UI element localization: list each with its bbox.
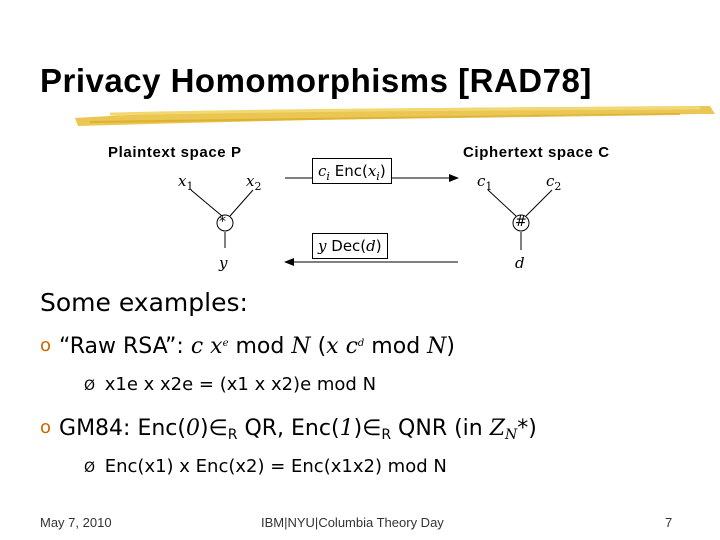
footer-date: May 7, 2010 (40, 515, 112, 530)
plaintext-space-header: Plaintext space P (108, 144, 242, 161)
subitem-gm84-homomorphism: Ø Enc(x1) x Enc(x2) = Enc(x1x2) mod N (84, 456, 447, 477)
plaintext-x2: x2 (246, 172, 262, 193)
title-underline (75, 106, 715, 126)
ciphertext-space-header: Ciphertext space C (463, 144, 610, 161)
plaintext-x1: x1 (178, 172, 194, 193)
ciphertext-op-symbol: # (515, 214, 527, 230)
ciphertext-op-node (512, 214, 530, 232)
plaintext-edge-x2 (229, 189, 254, 217)
plaintext-edge-x1 (190, 189, 223, 217)
ciphertext-edge-c1 (487, 189, 517, 217)
bullet-o: o (40, 417, 52, 438)
plaintext-output-y: y (219, 254, 228, 272)
examples-heading: Some examples: (40, 288, 248, 317)
item-raw-rsa: o“Raw RSA”: c xe mod N (x cd mod N) (40, 334, 455, 359)
slide-title: Privacy Homomorphisms [RAD78] (40, 62, 592, 99)
plaintext-op-symbol: * (219, 214, 226, 230)
bullet-o: o (40, 335, 52, 356)
ciphertext-c2: c2 (546, 172, 562, 193)
ciphertext-output-d: d (515, 254, 525, 272)
bullet-arrow-icon: Ø (84, 378, 96, 394)
subitem-rsa-homomorphism: Ø x1e x x2e = (x1 x x2)e mod N (84, 374, 377, 395)
ciphertext-c1: c1 (477, 172, 493, 193)
ciphertext-edge-c2 (525, 189, 553, 217)
enc-box: ci Enc(xi) (312, 158, 392, 184)
footer-page-number: 7 (665, 515, 673, 530)
bullet-arrow-icon: Ø (84, 460, 96, 476)
plaintext-op-node (216, 214, 234, 232)
footer-center: IBM|NYU|Columbia Theory Day (261, 515, 444, 530)
dec-box: y Dec(d) (312, 233, 388, 259)
